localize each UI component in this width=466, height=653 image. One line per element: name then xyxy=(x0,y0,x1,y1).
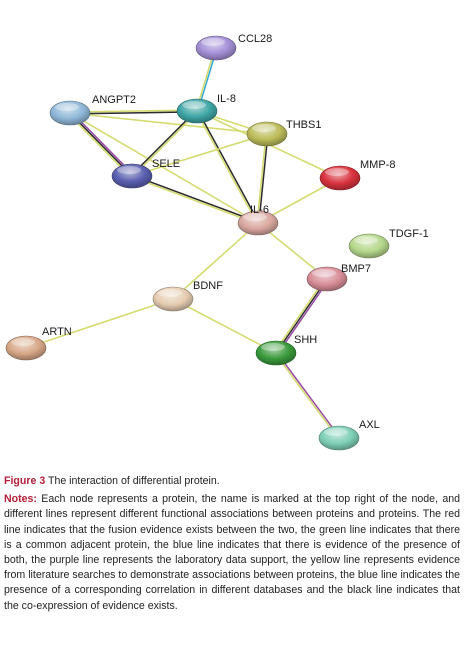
edge-line-black xyxy=(70,111,198,115)
node-highlight xyxy=(312,269,336,277)
node-bubble xyxy=(111,163,153,189)
edge-line-black xyxy=(275,278,328,354)
edge-angpt2-il-8 xyxy=(69,109,198,115)
edge-line-yellow xyxy=(273,277,327,353)
node-label-bdnf: BDNF xyxy=(193,280,223,292)
node-highlight xyxy=(201,38,225,46)
edge-line-yellow xyxy=(131,133,268,177)
caption-title-line: Figure 3 The interaction of differential… xyxy=(4,474,460,489)
node-highlight xyxy=(11,338,35,346)
node-bubble xyxy=(195,35,237,61)
node-tdgf-1[interactable]: TDGF-1 xyxy=(348,228,429,259)
node-label-tdgf-1: TDGF-1 xyxy=(389,228,429,240)
edge-angpt2-thbs1 xyxy=(69,112,268,135)
edge-line-purple xyxy=(276,352,341,438)
figure-title: The interaction of differential protein. xyxy=(47,475,220,487)
node-highlight xyxy=(117,166,141,174)
edge-line-black xyxy=(197,110,260,223)
notes-text: Each node represents a protein, the name… xyxy=(4,493,460,612)
edge-thbs1-il-6 xyxy=(256,133,269,224)
node-highlight xyxy=(354,236,378,244)
node-bubble xyxy=(348,233,390,259)
node-highlight xyxy=(55,103,79,111)
node-mmp-8[interactable]: MMP-8 xyxy=(319,159,395,191)
node-highlight xyxy=(324,428,348,436)
edge-line-black xyxy=(258,134,269,224)
node-bubble xyxy=(5,335,47,361)
node-label-thbs1: THBS1 xyxy=(286,119,321,131)
node-bubble xyxy=(255,340,297,366)
edge-sele-il-6 xyxy=(131,174,259,225)
node-label-mmp-8: MMP-8 xyxy=(360,159,395,171)
caption-notes: Notes: Each node represents a protein, t… xyxy=(4,492,460,614)
edge-line-yellow xyxy=(69,112,268,135)
node-axl[interactable]: AXL xyxy=(318,419,380,451)
node-highlight xyxy=(252,124,276,132)
edge-line-yellow xyxy=(132,111,199,178)
edge-shh-axl xyxy=(274,352,341,440)
notes-label: Notes: xyxy=(4,493,37,506)
node-highlight xyxy=(243,213,267,221)
edge-line-yellow xyxy=(195,111,258,224)
edge-line-yellow xyxy=(69,109,197,113)
node-label-bmp7: BMP7 xyxy=(341,263,371,275)
edge-il-8-il-6 xyxy=(195,110,260,224)
edge-line-yellow xyxy=(25,298,174,349)
node-thbs1[interactable]: THBS1 xyxy=(246,119,321,147)
edge-line-yellow xyxy=(172,298,277,354)
node-angpt2[interactable]: ANGPT2 xyxy=(49,94,136,126)
node-highlight xyxy=(182,101,206,109)
node-label-axl: AXL xyxy=(359,419,380,431)
node-label-artn: ARTN xyxy=(42,326,72,338)
node-label-il-8: IL-8 xyxy=(217,93,236,105)
edge-thbs1-sele xyxy=(131,133,268,177)
node-bubble xyxy=(237,210,279,236)
node-label-shh: SHH xyxy=(294,334,317,346)
edge-line-yellow xyxy=(274,353,339,440)
node-bubble xyxy=(319,165,361,191)
node-bubble xyxy=(246,121,288,147)
node-highlight xyxy=(261,343,285,351)
node-label-ccl28: CCL28 xyxy=(238,33,272,45)
node-label-sele: SELE xyxy=(152,158,180,170)
edge-bdnf-shh xyxy=(172,298,277,354)
figure-caption: Figure 3 The interaction of differential… xyxy=(4,474,460,614)
node-highlight xyxy=(158,289,182,297)
node-sele[interactable]: SELE xyxy=(111,158,180,189)
node-il-6[interactable]: IL-6 xyxy=(237,204,279,236)
edge-line-yellow xyxy=(131,176,258,225)
edge-line-black xyxy=(132,174,259,223)
node-il-8[interactable]: IL-8 xyxy=(176,93,236,124)
edge-line-yellow xyxy=(69,112,259,224)
edge-bmp7-shh xyxy=(273,277,330,355)
node-bubble xyxy=(152,286,194,312)
figure-label: Figure 3 xyxy=(4,475,46,487)
edge-angpt2-il-6 xyxy=(69,112,259,224)
node-bubble xyxy=(49,100,91,126)
edge-il-6-bdnf xyxy=(172,222,259,300)
edge-il-8-sele xyxy=(130,109,199,178)
edge-bdnf-artn xyxy=(25,298,174,349)
node-artn[interactable]: ARTN xyxy=(5,326,72,361)
edge-line-yellow xyxy=(172,222,259,300)
node-label-il-6: IL-6 xyxy=(250,204,269,216)
node-bubble xyxy=(306,266,348,292)
node-bubble xyxy=(318,425,360,451)
edge-line-yellow xyxy=(256,133,267,223)
edge-line-purple xyxy=(276,279,330,355)
node-bubble xyxy=(176,98,218,124)
node-ccl28[interactable]: CCL28 xyxy=(195,33,272,61)
node-label-angpt2: ANGPT2 xyxy=(92,94,136,106)
node-bdnf[interactable]: BDNF xyxy=(152,280,223,312)
node-highlight xyxy=(325,168,349,176)
edge-line-black xyxy=(130,109,197,176)
node-shh[interactable]: SHH xyxy=(255,334,317,366)
node-bmp7[interactable]: BMP7 xyxy=(306,263,371,292)
